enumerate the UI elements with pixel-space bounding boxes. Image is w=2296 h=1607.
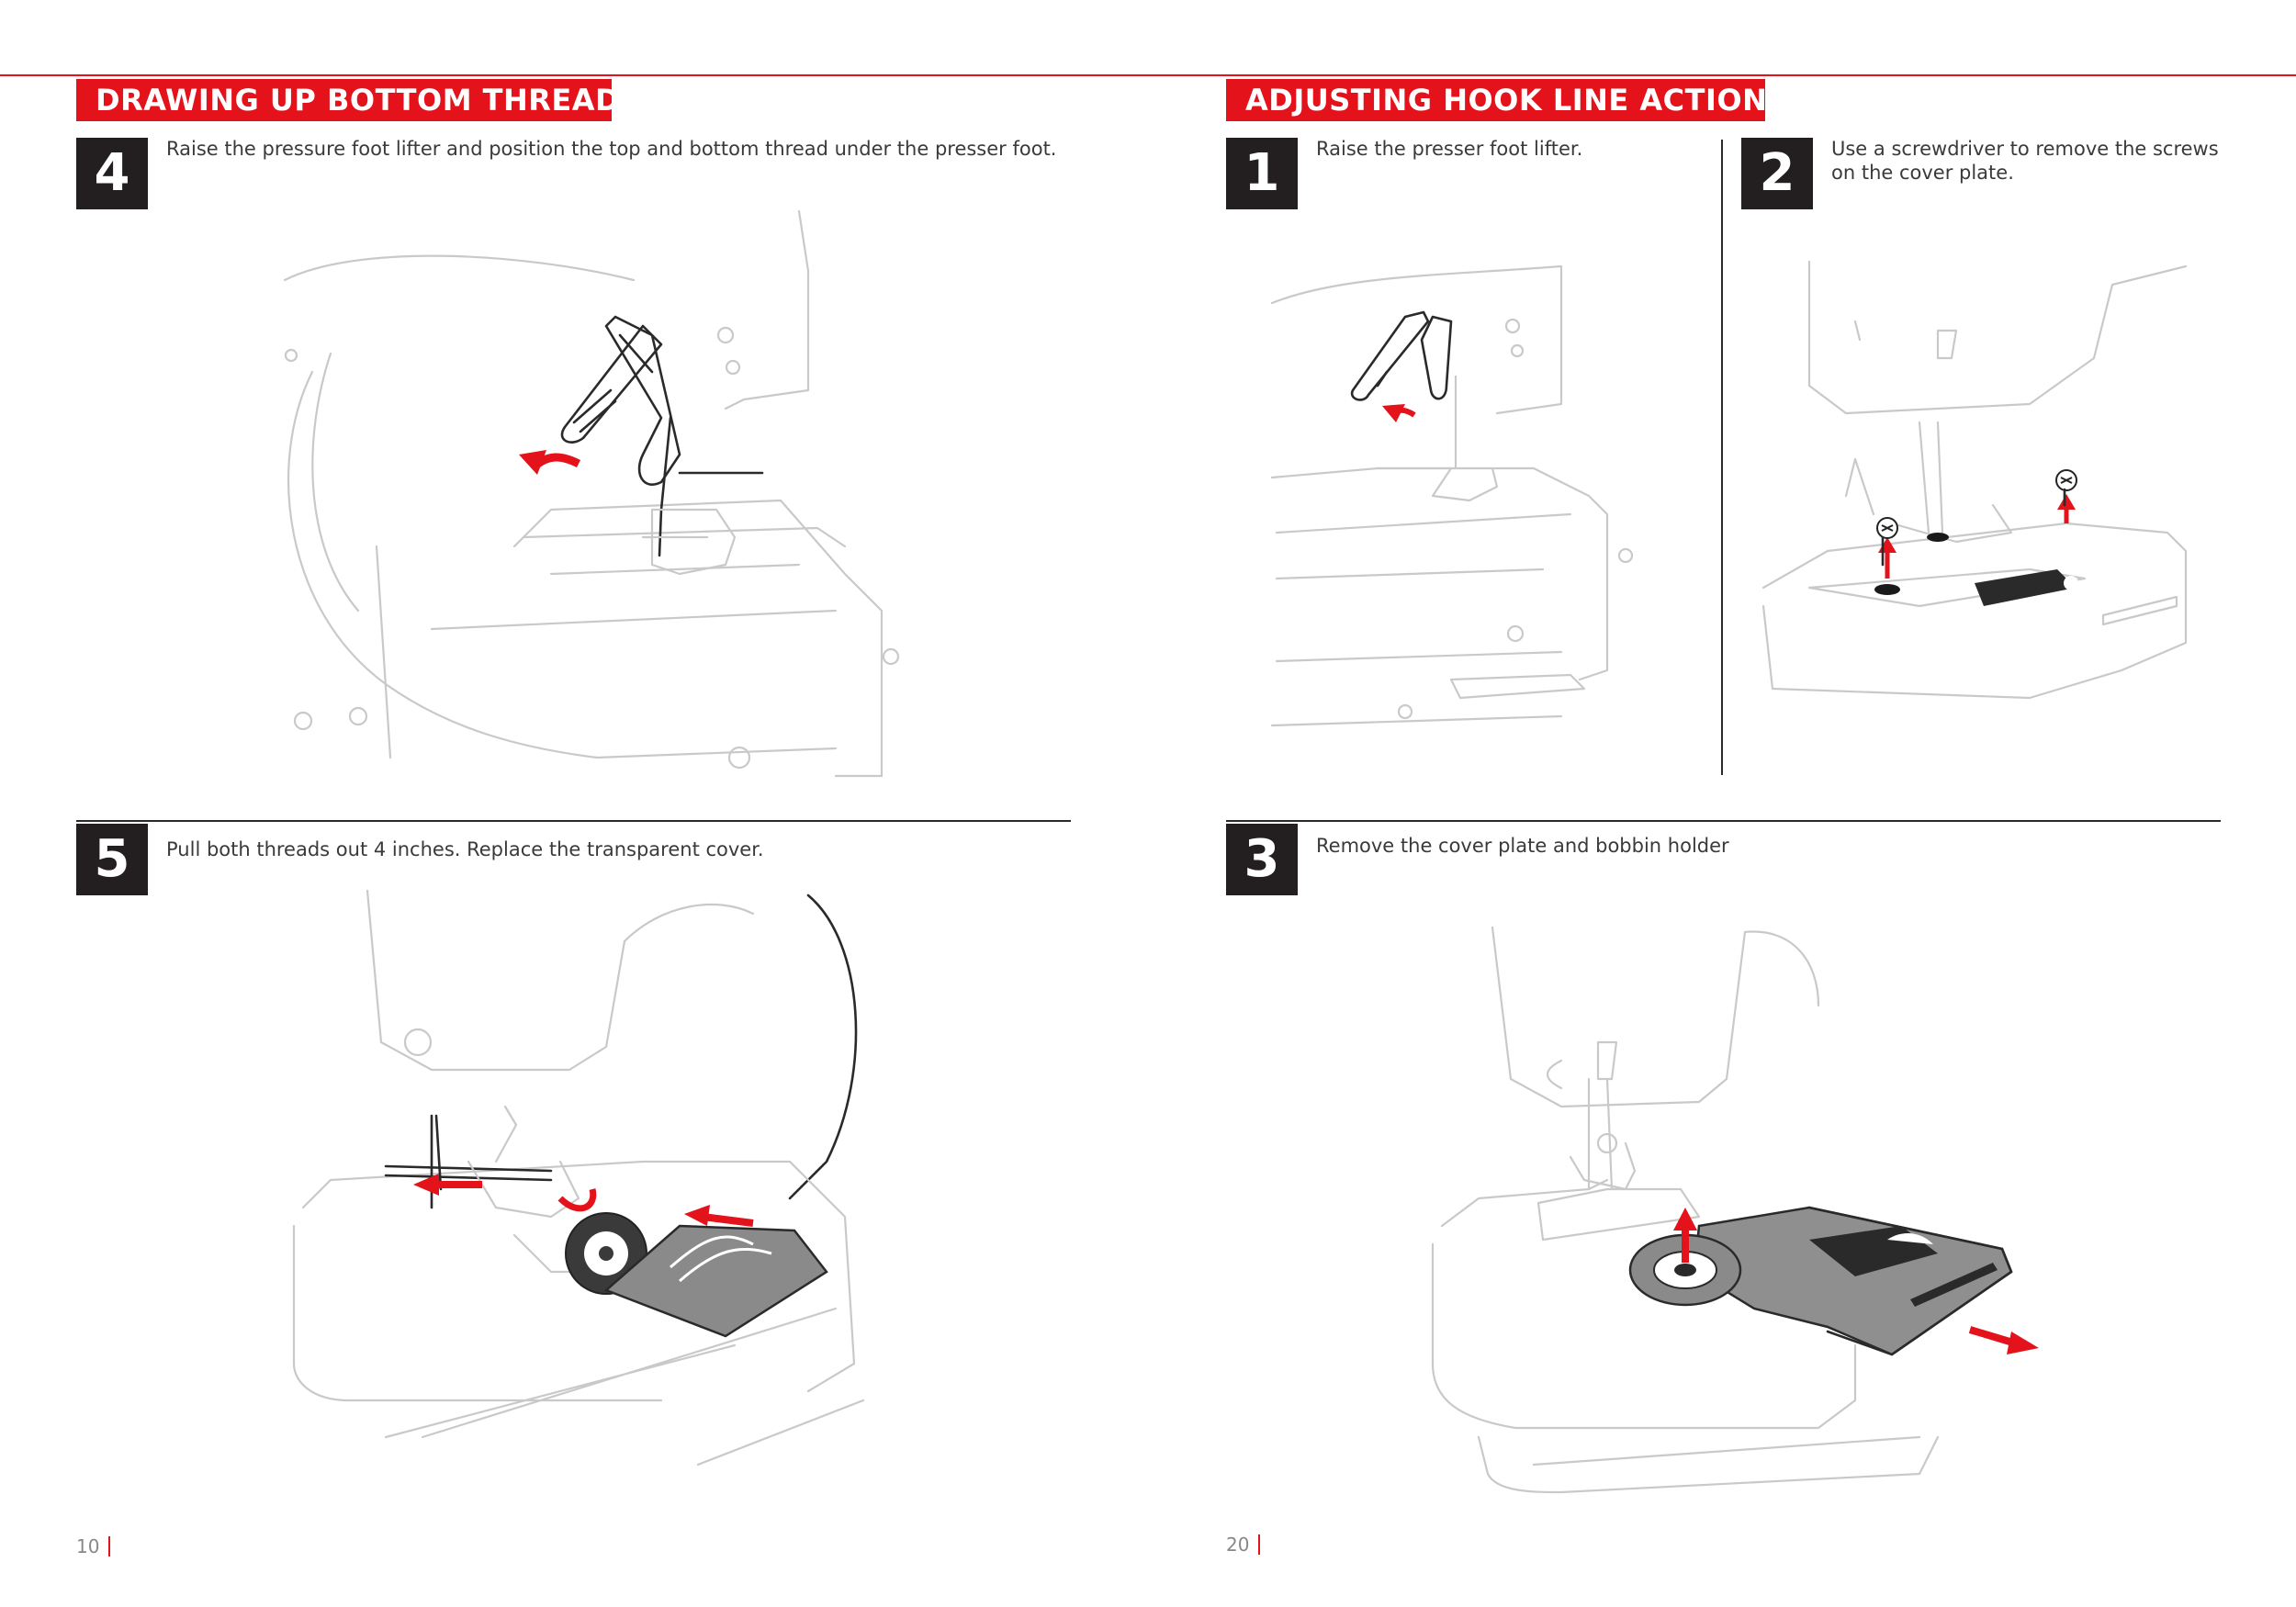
step-number-2: 2 [1741,138,1813,209]
page-number-right-value: 20 [1226,1534,1250,1556]
step-number-1: 1 [1226,138,1298,209]
step-5-illustration [292,889,865,1467]
page-number-right: 20 [1226,1534,1261,1556]
step-divider-vertical [1721,140,1723,775]
step-4-text: Raise the pressure foot lifter and posit… [166,138,1057,160]
page-number-left: 10 [76,1535,111,1557]
page-number-left-value: 10 [76,1535,100,1557]
step-1-illustration [1270,264,1634,727]
step-5-text: Pull both threads out 4 inches. Replace … [166,838,764,860]
step-number-3: 3 [1226,824,1298,895]
page-number-left-bar [108,1536,111,1556]
step-4-illustration [283,209,900,778]
page-number-right-bar [1258,1534,1261,1555]
step-3-illustration [1431,926,2039,1494]
section-heading-right: ADJUSTING HOOK LINE ACTION [1226,79,1767,121]
step-number-5: 5 [76,824,148,895]
section-divider-left [76,820,1071,822]
section-heading-left: DRAWING UP BOTTOM THREAD [76,79,620,121]
header-rule [0,74,2296,76]
step-1-text: Raise the presser foot lifter. [1316,138,1583,160]
step-2-illustration [1761,260,2188,700]
step-number-4: 4 [76,138,148,209]
step-3-text: Remove the cover plate and bobbin holder [1316,835,1729,857]
section-divider-right [1226,820,2221,822]
step-2-text: Use a screwdriver to remove the screws o… [1831,138,2219,184]
